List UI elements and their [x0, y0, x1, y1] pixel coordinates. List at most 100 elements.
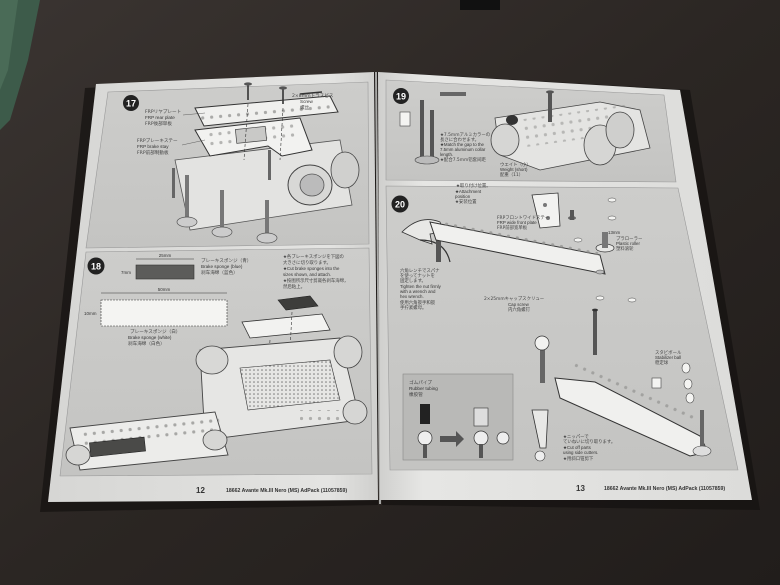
- label-tighten-en-3: hex wrench.: [400, 294, 424, 299]
- note-line-6: 然后粘上。: [283, 283, 305, 290]
- step-17-number: 17: [126, 99, 136, 109]
- step-20-attach-labels: ★Attachment position ★安装位置: [455, 189, 482, 205]
- label-brake-sponge-blue-en: Brake sponge (blue): [201, 264, 243, 269]
- dim-white-height: 10mm: [84, 311, 97, 316]
- label-cut-jp-1: ★ニッパーで: [563, 434, 589, 440]
- label-attach-pos-jp: ★取り付け位置。: [456, 182, 491, 189]
- right-page-number: 13: [576, 484, 585, 493]
- label-cut-jp-2: ていねいに切り取ります。: [563, 438, 615, 445]
- label-collar-jp-2: 長さに合わせます。: [440, 136, 479, 143]
- label-tighten-cn-2: 手拧紧螺母。: [400, 304, 426, 311]
- label-attach-pos-cn: ★安装位置: [455, 198, 477, 205]
- left-page-number: 12: [196, 486, 205, 495]
- right-page-footer: 18662 Avante Mk.III Nero (MS) AdPack (11…: [604, 486, 725, 492]
- dark-object: [460, 0, 500, 10]
- rubber-tubing-inset: ゴムパイプ Rubber tubing 橡胶管: [402, 373, 514, 461]
- note-line-5: ★按图所示尺寸剪裁各刹车海绵，: [283, 277, 348, 284]
- label-brake-sponge-white-cn: 刹车海绵（白色）: [128, 340, 165, 347]
- label-stabi-ball-en: Stabilizer ball: [655, 355, 681, 360]
- label-brake-sponge-blue-jp: ブレーキスポンジ（青）: [201, 257, 251, 264]
- label-stabi-ball-jp: スタビボール: [655, 349, 682, 356]
- left-page: 17: [48, 72, 378, 502]
- book-spine: [375, 71, 381, 505]
- step-18-labels: ブレーキスポンジ（青） Brake sponge (blue) 刹车海绵（蓝色）…: [128, 253, 348, 347]
- label-rubber-tubing-en: Rubber tubing: [409, 386, 438, 391]
- label-cut-en-1: ★Cut off parts: [563, 445, 592, 450]
- step-19-labels: ★取り付け位置。 ★7.5mmアルミカラーの 長さに合わせます。 ★Match …: [440, 132, 531, 189]
- label-brake-sponge-white-en: Brake sponge (white): [128, 335, 172, 340]
- label-plastic-roller-jp: プラローラー: [616, 236, 642, 242]
- right-page: 19 ★取り付け位置。 ★7.5mmアルミカラーの 長さに合わせます。 ★Mat…: [378, 72, 752, 500]
- label-wide-plate-en: FRP wide front plate: [497, 220, 537, 225]
- label-wide-plate-jp: FRPフロントワイドステー: [497, 215, 549, 221]
- step-17-drawing: [172, 82, 360, 244]
- label-tighten-jp-3: 固定します。: [400, 277, 426, 284]
- step-19-number: 19: [396, 92, 406, 102]
- label-cap-screw-en: Cap screw: [508, 302, 530, 307]
- step-18-number: 18: [91, 262, 101, 272]
- label-frp-rear-plate-en: FRP rear plate: [145, 115, 175, 120]
- label-tighten-en-2: with a wrench and: [400, 289, 436, 294]
- side-cutter-icon: [531, 409, 549, 449]
- note-line-4: sizes shown, and attach.: [283, 272, 331, 277]
- label-frp-brake-stay-cn: FRP前部制動板: [137, 149, 169, 156]
- label-frp-rear-plate-cn: FRP後部単板: [145, 120, 172, 127]
- label-weight-jp: ウエイト（小）: [500, 161, 531, 168]
- step-20-number: 20: [395, 200, 405, 210]
- label-weight-cn: 配重（11）: [500, 171, 523, 178]
- label-frp-brake-stay-jp: FRPブレーキステー: [137, 137, 178, 144]
- dim-white-width: 50mm: [158, 287, 171, 292]
- arrow-right-icon: [440, 431, 464, 447]
- label-collar-en-2: 7.5mm aluminum collar: [440, 147, 486, 152]
- label-weight-en: Weight (short): [500, 167, 528, 172]
- step-20-labels: FRPフロントワイドステー FRP wide front plate FRP前部…: [400, 215, 682, 366]
- label-plastic-roller-en: Plastic roller: [616, 241, 640, 246]
- label-rubber-tubing-jp: ゴムパイプ: [409, 379, 432, 386]
- label-cut-cn: ★用斜口钳剪下: [563, 455, 594, 462]
- step-17-number-badge: [123, 95, 139, 111]
- step-19-number-badge: [393, 88, 409, 104]
- label-tighten-jp-1: 六角レンチでスパナ: [400, 267, 440, 274]
- label-tighten-jp-2: を使ってナットを: [400, 272, 435, 279]
- step-20-number-badge: [391, 195, 409, 213]
- label-collar-jp-1: ★7.5mmアルミカラーの: [440, 132, 490, 138]
- label-frp-brake-stay-en: FRP brake stay: [137, 144, 169, 149]
- label-attach-pos-en-2: position: [455, 194, 471, 199]
- label-collar-cn: ★配合7.5mm铝套间距: [440, 156, 486, 163]
- step-18-templates: 25mm 7mm 50mm 10mm: [84, 253, 228, 327]
- label-cap-screw-cn: 内六角螺钉: [508, 306, 531, 313]
- label-rubber-tubing-cn: 橡胶管: [409, 391, 423, 398]
- step-20-drawing: [401, 192, 712, 457]
- left-page-footer: 18662 Avante Mk.III Nero (MS) AdPack (11…: [226, 488, 347, 494]
- dim-blue-width: 25mm: [159, 253, 172, 258]
- label-tighten-en-1: Tighten the nut firmly: [400, 284, 442, 289]
- blue-sponge-template: [135, 264, 195, 280]
- label-brake-sponge-blue-cn: 刹车海绵（蓝色）: [201, 269, 238, 276]
- step-18-number-badge: [87, 257, 105, 275]
- step-18-drawing: [65, 295, 368, 471]
- step-19-drawing: [399, 90, 651, 171]
- label-13mm: 13mm: [608, 230, 621, 235]
- note-line-2: 大きさに切り取ります。: [283, 259, 331, 266]
- dim-blue-height: 7mm: [121, 270, 131, 275]
- step-17-labels: FRPリヤプレート FRP rear plate FRP後部単板 FRPブレーキ…: [137, 92, 334, 156]
- label-collar-en-3: length.: [440, 152, 453, 157]
- label-screw-jp: 2×8mmトラスビス: [292, 92, 334, 99]
- label-attach-pos-en-1: ★Attachment: [455, 189, 482, 194]
- label-stabi-ball-cn: 稳定球: [655, 359, 669, 366]
- label-cap-screw-jp: 2×25mmキャップスクリュー: [484, 296, 544, 302]
- label-cut-en-2: using side cutters.: [563, 450, 598, 455]
- label-brake-sponge-white-jp: ブレーキスポンジ（白）: [130, 328, 180, 335]
- label-frp-rear-plate-jp: FRPリヤプレート: [145, 109, 181, 115]
- side-cutter-note: ★ニッパーで ていねいに切り取ります。 ★Cut off parts using…: [531, 409, 615, 462]
- label-tighten-cn-1: 使用六角扳手和扳: [400, 299, 436, 306]
- note-line-3: ★Cut brake sponges into the: [283, 266, 340, 271]
- label-screw-cn: 螺丝: [300, 104, 310, 111]
- label-collar-en-1: ★Match the gap to the: [440, 142, 485, 147]
- label-plastic-roller-cn: 塑料滚轮: [616, 245, 634, 252]
- note-line-1: ★各ブレーキスポンジを下図の: [283, 253, 344, 260]
- white-sponge-template: [100, 299, 228, 327]
- label-wide-plate-cn: FRP前部宽单板: [497, 224, 528, 231]
- label-screw-en: Screw: [300, 99, 313, 104]
